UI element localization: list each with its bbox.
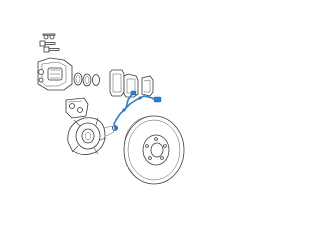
- brake-rotor[interactable]: [123, 115, 185, 185]
- sensor-tip: [113, 125, 118, 130]
- wheel-studs: [71, 117, 107, 155]
- seal-rings[interactable]: [73, 72, 100, 87]
- diagram-canvas: [37, 33, 185, 185]
- harness-connector: [130, 90, 137, 96]
- pad-clip: [141, 75, 154, 97]
- caliper-bolt: [39, 40, 56, 47]
- rotor-bolt-holes: [145, 137, 167, 160]
- caliper-bracket[interactable]: [65, 97, 89, 119]
- harness-clip: [122, 108, 126, 112]
- caliper-bolt: [43, 46, 60, 53]
- wheel-hub-bearing[interactable]: [67, 117, 118, 155]
- brake-pads[interactable]: [109, 69, 154, 98]
- sensor-connector: [153, 96, 162, 103]
- brake-caliper[interactable]: [37, 57, 73, 91]
- abs-wheel-speed-sensor[interactable]: [113, 90, 162, 130]
- brake-assembly-diagram: [37, 33, 185, 185]
- bolt-cap: [42, 33, 56, 40]
- harness-clip: [138, 96, 142, 100]
- inner-brake-pad: [109, 69, 125, 97]
- caliper-bolts[interactable]: [39, 33, 60, 53]
